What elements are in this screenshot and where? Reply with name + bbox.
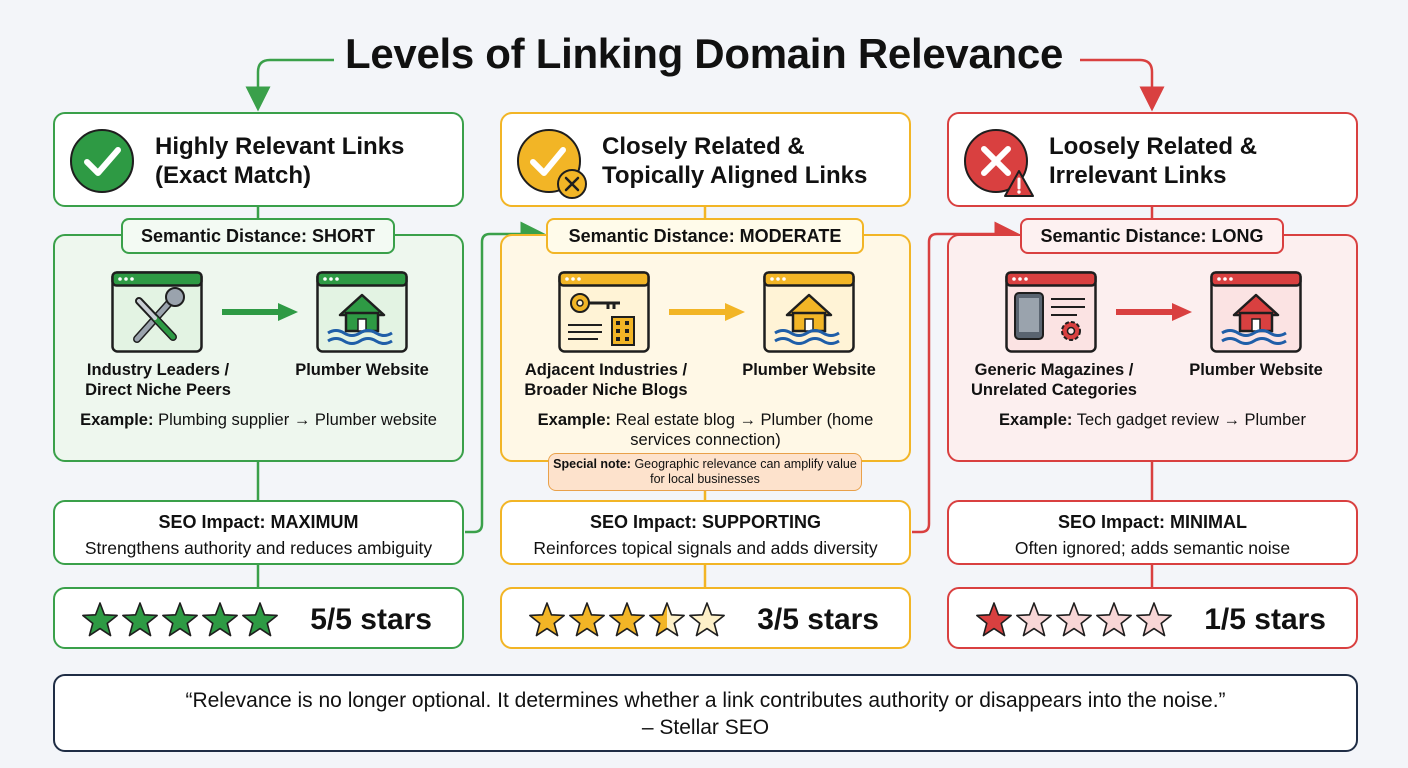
column-2-star-rating (528, 601, 728, 644)
column-2-rating-box: 3/5 stars (500, 587, 911, 649)
star-icon (1056, 602, 1092, 637)
column-3-example: Example: Tech gadget review → Plumber (999, 411, 1306, 429)
check-circle-icon (70, 129, 134, 193)
star-icon (649, 602, 685, 637)
star-rating-graphic (529, 602, 725, 637)
column-1-header: Highly Relevant Links (Exact Match) (53, 112, 464, 207)
quote-attribution: – Stellar SEO (641, 716, 770, 739)
star-icon (1016, 602, 1052, 637)
column-2-distance-badge: Semantic Distance: MODERATE (546, 218, 864, 254)
column-3-impact-desc: Often ignored; adds semantic noise (1014, 538, 1291, 558)
column-3-star-rating (975, 601, 1175, 644)
column-1-example: Example: Plumbing supplier → Plumber web… (80, 411, 437, 429)
column-3-rating-label: 1/5 stars (1204, 603, 1326, 636)
column-2-source-label: Adjacent Industries / Broader Niche Blog… (524, 361, 688, 399)
star-icon (689, 602, 725, 637)
star-icon (122, 602, 158, 637)
column-2-example: Example: Real estate blog → Plumber (hom… (537, 411, 874, 449)
column-1-rating-label: 5/5 stars (310, 603, 432, 636)
check-cross-circle-icon (517, 129, 587, 199)
column-2-impact-box: SEO Impact: SUPPORTING Reinforces topica… (500, 500, 911, 565)
star-icon (529, 602, 565, 637)
star-icon (609, 602, 645, 637)
column-1-title: Highly Relevant Links (Exact Match) (155, 133, 405, 189)
star-icon (82, 602, 118, 637)
house-water-window-icon (316, 271, 408, 353)
column-2-special-note: Special note: Geographic relevance can a… (548, 453, 862, 491)
column-1-impact-title: SEO Impact: MAXIMUM (158, 512, 359, 532)
arrow-right-icon (222, 303, 298, 321)
tablet-gear-window-icon (1005, 271, 1097, 353)
column-2-target-label: Plumber Website (742, 361, 876, 379)
column-2-impact-title: SEO Impact: SUPPORTING (589, 512, 822, 532)
house-water-window-icon (1210, 271, 1302, 353)
column-1-distance-badge: Semantic Distance: SHORT (121, 218, 395, 254)
star-icon (569, 602, 605, 637)
column-3-impact-title: SEO Impact: MINIMAL (1057, 512, 1247, 532)
star-icon (1096, 602, 1132, 637)
column-1-impact-desc: Strengthens authority and reduces ambigu… (84, 538, 433, 558)
column-1-impact-box: SEO Impact: MAXIMUM Strengthens authorit… (53, 500, 464, 565)
house-water-window-icon (763, 271, 855, 353)
quote-text: “Relevance is no longer optional. It det… (185, 689, 1226, 712)
star-icon (242, 602, 278, 637)
cross-warning-circle-icon (964, 129, 1034, 197)
quote-box: “Relevance is no longer optional. It det… (53, 674, 1358, 752)
column-1-source-label: Industry Leaders / Direct Niche Peers (85, 361, 231, 399)
star-icon (1136, 602, 1172, 637)
star-icon (162, 602, 198, 637)
key-building-window-icon (558, 271, 650, 353)
column-1-rating-box: 5/5 stars (53, 587, 464, 649)
column-3-rating-box: 1/5 stars (947, 587, 1358, 649)
column-3-panel: Generic Magazines / Unrelated Categories… (947, 234, 1358, 462)
column-2-header: Closely Related & Topically Aligned Link… (500, 112, 911, 207)
star-rating-graphic (82, 602, 278, 637)
column-2-rating-label: 3/5 stars (757, 603, 879, 636)
column-1-panel: Industry Leaders / Direct Niche Peers Pl… (53, 234, 464, 462)
column-2-panel: Adjacent Industries / Broader Niche Blog… (500, 234, 911, 462)
column-1-star-rating (81, 601, 281, 644)
arrow-right-icon (669, 303, 745, 321)
star-icon (202, 602, 238, 637)
column-3-title: Loosely Related & Irrelevant Links (1049, 133, 1258, 189)
column-3-impact-box: SEO Impact: MINIMAL Often ignored; adds … (947, 500, 1358, 565)
column-3-target-label: Plumber Website (1189, 361, 1323, 379)
column-3-header: Loosely Related & Irrelevant Links (947, 112, 1358, 207)
column-3-distance-badge: Semantic Distance: LONG (1020, 218, 1284, 254)
column-2-impact-desc: Reinforces topical signals and adds dive… (533, 538, 878, 558)
arrow-right-icon (1116, 303, 1192, 321)
star-rating-graphic (976, 602, 1172, 637)
wrench-screwdriver-window-icon (111, 271, 203, 353)
star-icon (976, 602, 1012, 637)
column-2-title: Closely Related & Topically Aligned Link… (602, 133, 868, 189)
column-3-source-label: Generic Magazines / Unrelated Categories (971, 361, 1137, 399)
column-1-target-label: Plumber Website (295, 361, 429, 379)
page-title: Levels of Linking Domain Relevance (344, 30, 1063, 77)
